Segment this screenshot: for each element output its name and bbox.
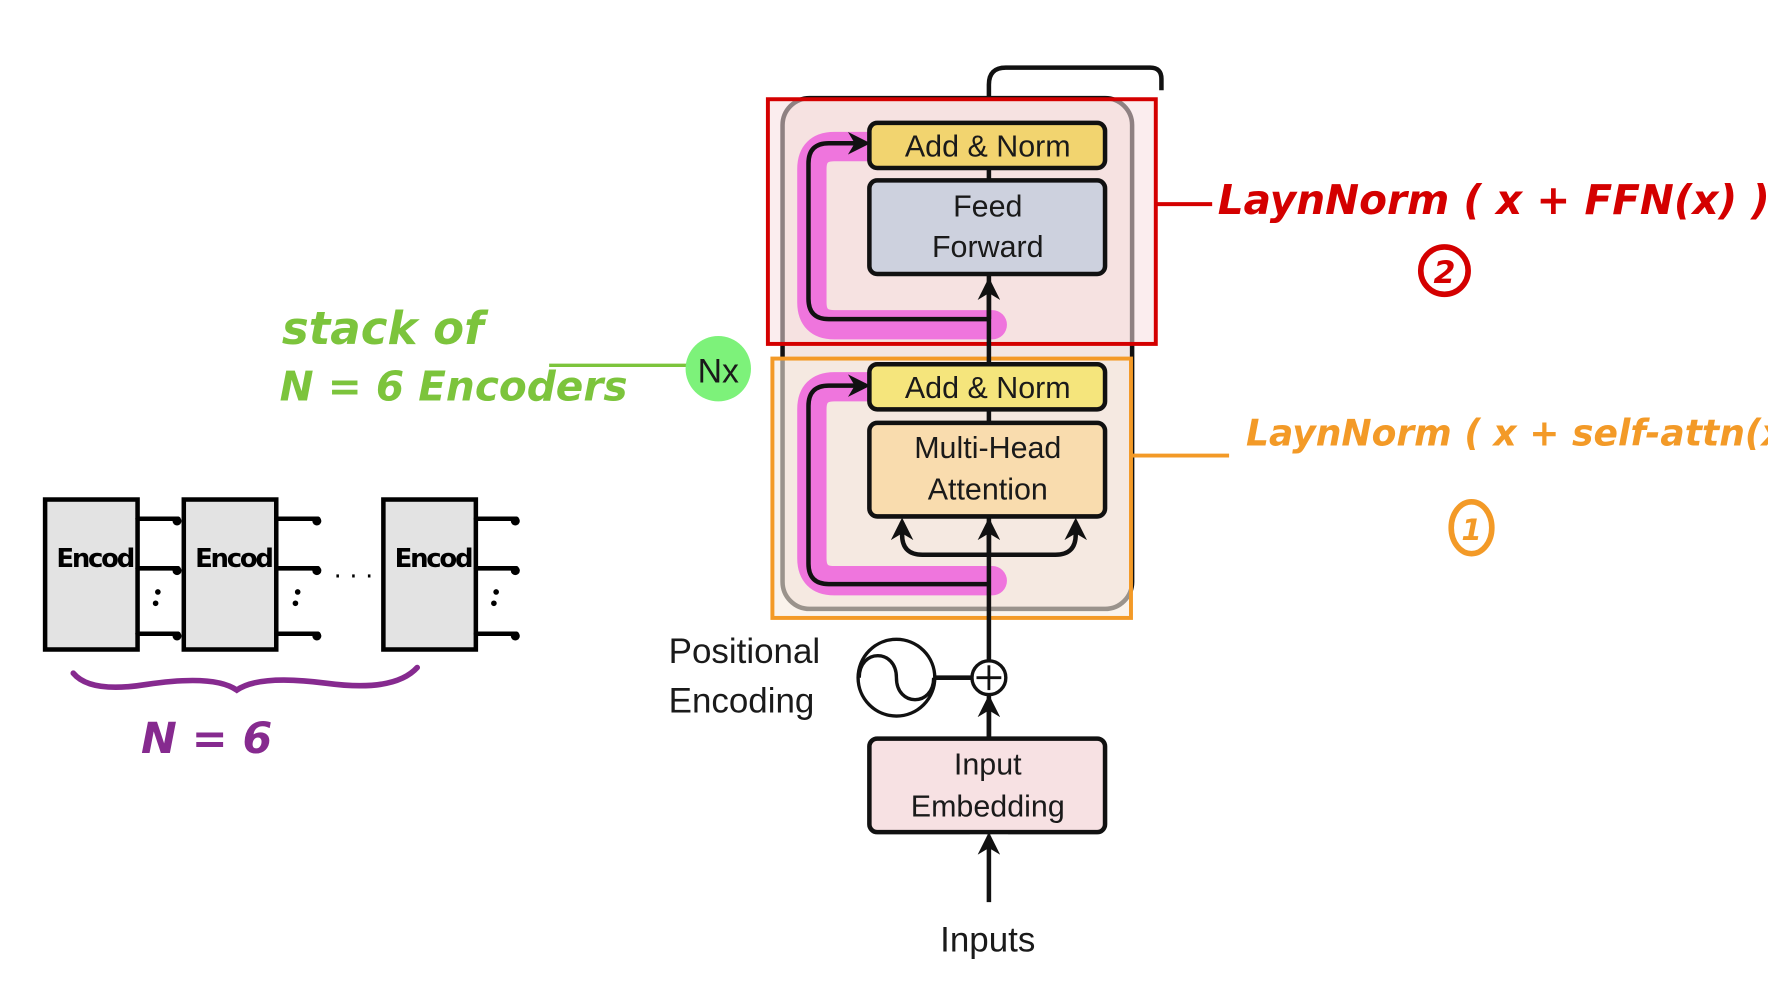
attn-step-number: 1 <box>1461 513 1481 547</box>
residual-highlight-ffn <box>797 131 1007 340</box>
encoder-box-label-3: Encod <box>395 544 472 574</box>
stack-brace-label: N = 6 <box>141 714 272 764</box>
add-norm-label-2: Add & Norm <box>905 130 1071 164</box>
encoder-stack-ellipsis: . . . <box>334 554 373 583</box>
encoder-box-1 <box>42 497 140 652</box>
sine-wave-icon <box>856 637 937 718</box>
input-embedding-label-1: Input <box>954 748 1022 782</box>
stack-brace <box>70 664 421 694</box>
residual-arrow-ffn <box>806 131 989 322</box>
add-norm-block-1[interactable] <box>867 361 1108 412</box>
encoder-box-label-2: Encod <box>195 544 272 574</box>
stack-note-line1: stack of <box>282 302 489 355</box>
encoder-stack: Encod Encod Encod . . . N = 6 <box>42 497 520 764</box>
ffn-step-circle <box>1417 244 1471 298</box>
residual-arrow-attn <box>806 374 989 587</box>
feed-forward-label-2: Forward <box>932 230 1044 264</box>
add-norm-label-1: Add & Norm <box>905 371 1071 405</box>
add-norm-block-2[interactable] <box>867 120 1108 171</box>
attn-annotation: LaynNorm ( x + self-attn(x) ) <box>1246 412 1768 454</box>
attn-input-left <box>890 517 989 558</box>
feed-forward-block[interactable] <box>867 178 1108 277</box>
inputs-label: Inputs <box>940 921 1035 960</box>
positional-encoding-label-1: Positional <box>669 632 821 671</box>
nx-badge <box>685 336 751 402</box>
output-connector <box>986 65 1164 125</box>
attn-input-right <box>988 517 1088 558</box>
attention-label-2: Attention <box>928 473 1048 507</box>
feed-forward-label-1: Feed <box>953 189 1022 223</box>
multi-head-attention-block[interactable] <box>867 420 1108 519</box>
positional-encoding-label-2: Encoding <box>669 682 815 721</box>
attention-label-1: Multi-Head <box>914 431 1061 465</box>
ffn-step-number: 2 <box>1433 255 1455 291</box>
encoder-box-2 <box>181 497 279 652</box>
stack-note-line2: N = 6 Encoders <box>280 362 628 410</box>
add-circle-icon <box>970 659 1008 697</box>
nx-label: Nx <box>698 352 739 390</box>
attn-step-circle <box>1448 498 1495 557</box>
input-embedding-label-2: Embedding <box>911 789 1065 823</box>
encoder-box-label-1: Encod <box>56 544 133 574</box>
encoder-box-3 <box>381 497 479 652</box>
ffn-annotation: LaynNorm ( x + FFN(x) ) <box>1218 176 1768 224</box>
